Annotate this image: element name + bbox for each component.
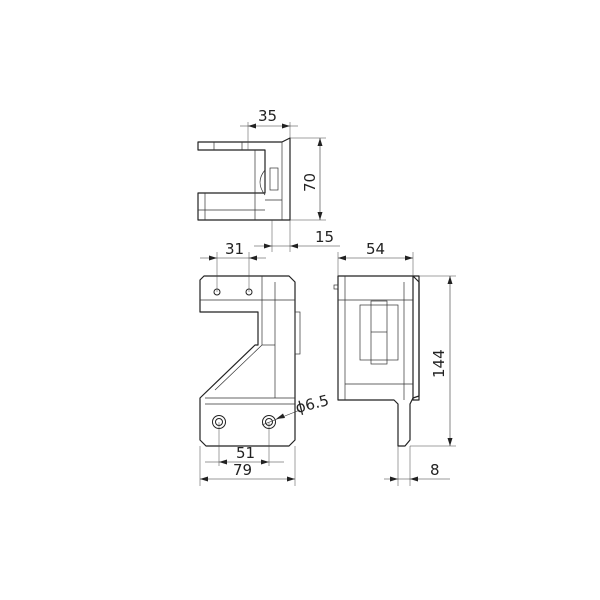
dim-front-hole-spacing-bottom: 51 xyxy=(236,444,255,462)
top-view-outline xyxy=(197,137,291,221)
dim-top-height: 70 xyxy=(301,173,319,192)
side-view-outline xyxy=(337,275,420,447)
dim-front-width: 79 xyxy=(233,461,252,479)
dim-hole-diameter: ϕ6.5 xyxy=(294,391,331,417)
dim-top-width: 35 xyxy=(258,107,277,125)
dim-side-width: 54 xyxy=(366,240,385,258)
dim-side-height: 144 xyxy=(430,349,448,378)
front-view-outline xyxy=(199,275,296,447)
dim-side-flange: 8 xyxy=(430,461,440,479)
dim-top-offset: 15 xyxy=(315,228,334,246)
side-view-flange xyxy=(412,275,420,401)
side-view: 54 144 8 xyxy=(333,240,456,486)
front-view: 31 51 79 ϕ6.5 xyxy=(199,240,331,486)
top-view: 35 70 15 xyxy=(197,107,340,252)
dim-front-hole-spacing-top: 31 xyxy=(225,240,244,258)
